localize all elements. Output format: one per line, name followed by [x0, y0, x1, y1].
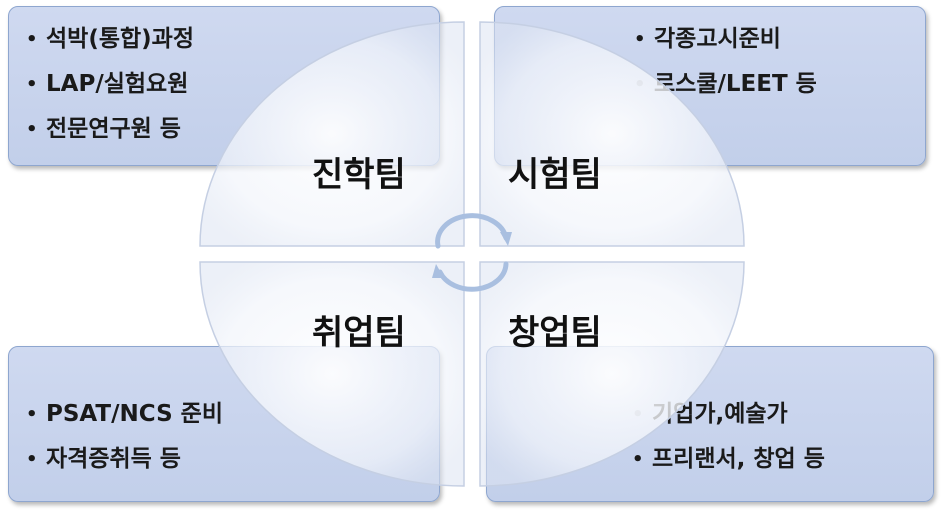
- list-item: •프리랜서, 창업 등: [628, 437, 825, 482]
- employment-list: •PSAT/NCS 준비 •자격증취득 등: [22, 392, 223, 482]
- bullet-icon: •: [26, 29, 38, 50]
- bullet-icon: •: [634, 29, 646, 50]
- employment-quadrant: [199, 261, 465, 487]
- advancement-quadrant: [199, 21, 465, 247]
- list-item: •각종고시준비: [630, 17, 817, 62]
- exam-list: •각종고시준비 •로스쿨/LEET 등: [630, 17, 817, 107]
- list-item: •석박(통합)과정: [22, 17, 194, 62]
- bullet-icon: •: [26, 74, 38, 95]
- list-item: •자격증취득 등: [22, 437, 223, 482]
- employment-team-label: 취업팀: [312, 313, 406, 353]
- advancement-team-label: 진학팀: [312, 155, 406, 195]
- list-item: •LAP/실험요원: [22, 62, 194, 107]
- list-item: •PSAT/NCS 준비: [22, 392, 223, 437]
- bullet-icon: •: [26, 449, 38, 470]
- exam-team-label: 시험팀: [508, 155, 602, 195]
- exam-quadrant: [479, 21, 745, 247]
- startup-quadrant: [479, 261, 745, 487]
- bullet-icon: •: [26, 119, 38, 140]
- cycle-arrows-icon: [432, 213, 512, 292]
- bullet-icon: •: [632, 449, 644, 470]
- startup-team-label: 창업팀: [508, 313, 602, 353]
- advancement-list: •석박(통합)과정 •LAP/실험요원 •전문연구원 등: [22, 17, 194, 152]
- list-item: •전문연구원 등: [22, 107, 194, 152]
- bullet-icon: •: [26, 404, 38, 425]
